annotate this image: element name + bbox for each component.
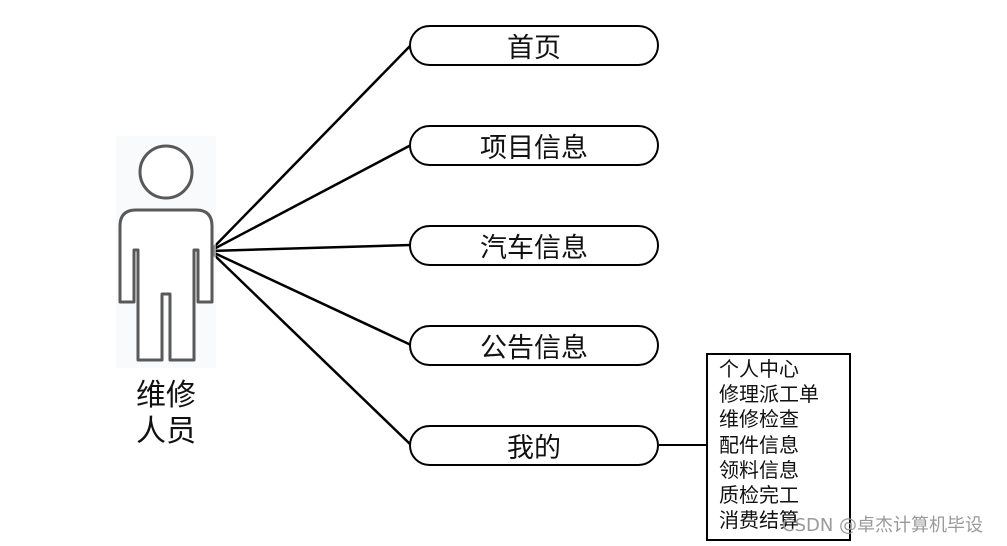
submenu-item-repair-order: 修理派工单 — [719, 382, 819, 407]
actor-head — [138, 144, 194, 200]
submenu-item-billing: 消费结算 — [719, 508, 799, 533]
submenu-item-repair-inspection: 维修检查 — [719, 407, 799, 432]
actor-label-line1: 维修 — [136, 378, 196, 413]
actor-body — [118, 208, 214, 362]
usecase-car-info: 汽车信息 — [409, 225, 659, 266]
connector-mine — [209, 250, 412, 446]
submenu-item-material-info: 领料信息 — [719, 457, 799, 482]
actor-label: 维修 人员 — [116, 378, 216, 450]
watermark: CSDN @卓杰计算机毕设 — [782, 515, 984, 536]
connector-car-info — [209, 243, 412, 253]
submenu-item-parts-info: 配件信息 — [719, 432, 799, 457]
connector-notice-info — [209, 249, 412, 347]
submenu-item-personal-center: 个人中心 — [719, 357, 799, 381]
submenu-item-qc-completion: 质检完工 — [719, 483, 799, 508]
submenu-box: 个人中心 修理派工单 维修检查 配件信息 领料信息 质检完工 消费结算 — [706, 353, 851, 541]
usecase-home: 首页 — [409, 25, 659, 66]
connector-home — [209, 44, 412, 252]
connector-project-info — [209, 143, 412, 253]
actor-person-icon — [116, 136, 216, 368]
usecase-project-info: 项目信息 — [409, 125, 659, 166]
usecase-mine: 我的 — [409, 425, 659, 466]
usecase-notice-info: 公告信息 — [409, 325, 659, 366]
actor-label-line2: 人员 — [136, 414, 196, 449]
